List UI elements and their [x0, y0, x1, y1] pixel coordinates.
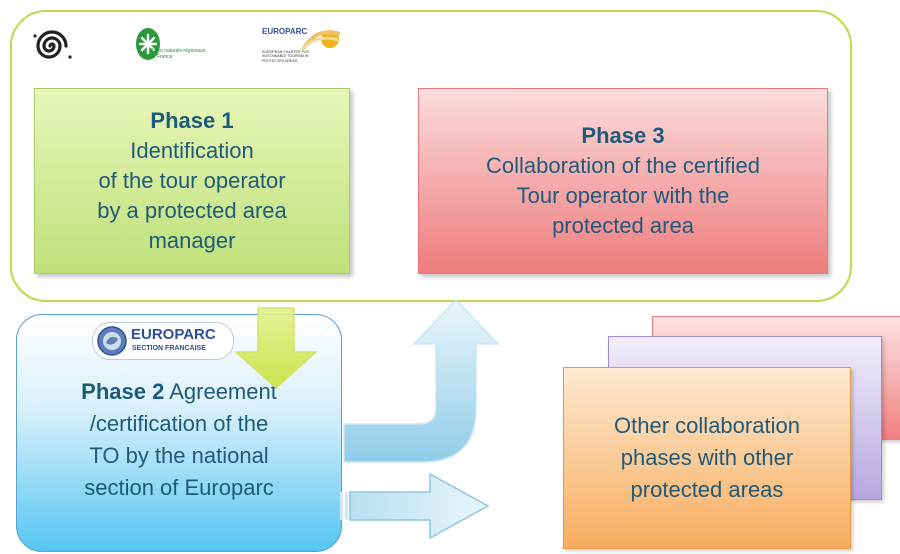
phase2-title: Phase 2	[81, 379, 165, 404]
phase1-line2: of the tour operator	[98, 168, 286, 193]
phase1-line4: manager	[148, 228, 236, 253]
phase2-line3: TO by the national	[89, 443, 269, 468]
other-line3: protected areas	[630, 477, 784, 502]
phase3-line3: protected area	[552, 213, 694, 238]
other-text: Other collaboration phases with other pr…	[614, 410, 800, 506]
europarc-section-logo: EUROPARC SECTION FRANCAISE	[92, 322, 234, 360]
phase3-line2: Tour operator with the	[516, 183, 730, 208]
europarc-section-name: EUROPARC	[131, 326, 216, 343]
phase2-line4: section of Europarc	[84, 475, 274, 500]
europarc-emblem-icon	[97, 326, 127, 356]
phase1-title: Phase 1	[150, 108, 234, 133]
europarc-charter-caption: EUROPEAN CHARTER FOR SUSTAINABLE TOURISM…	[262, 50, 310, 63]
other-card-orange: Other collaboration phases with other pr…	[563, 367, 851, 549]
spiral-logo-icon	[33, 30, 72, 59]
other-line2: phases with other	[620, 445, 794, 470]
phase2-line2: /certification of the	[89, 411, 269, 436]
blue-right-arrow-stripe1	[340, 492, 343, 520]
phase1-line3: by a protected area	[97, 198, 287, 223]
phase2-text: Phase 2 Agreement /certification of the …	[16, 376, 342, 504]
phase1-box: Phase 1 Identification of the tour opera…	[34, 88, 350, 274]
green-down-arrow	[234, 307, 318, 390]
sun-swoosh-icon	[300, 30, 341, 51]
phase3-title: Phase 3	[581, 123, 665, 148]
other-line1: Other collaboration	[614, 413, 800, 438]
pnr-france-logo-icon	[136, 28, 160, 60]
phase2-line1-rest: Agreement	[164, 379, 277, 404]
blue-right-arrow	[349, 472, 490, 540]
europarc-charter-title: EUROPARC	[262, 27, 308, 36]
europarc-charter-logo: EUROPARC EUROPEAN CHARTER FOR SUSTAINABL…	[260, 26, 342, 66]
pnr-label: Parcs naturels régionaux de France	[150, 48, 206, 60]
phase3-box: Phase 3 Collaboration of the certified T…	[418, 88, 828, 274]
blue-bent-up-arrow	[343, 298, 500, 463]
europarc-section-sub: SECTION FRANCAISE	[132, 345, 206, 352]
phase2-line1: Phase 2 Agreement	[16, 376, 342, 408]
phase3-line1: Collaboration of the certified	[486, 153, 760, 178]
phase1-line1: Identification	[130, 138, 254, 163]
blue-right-arrow-stripe2	[345, 492, 348, 520]
